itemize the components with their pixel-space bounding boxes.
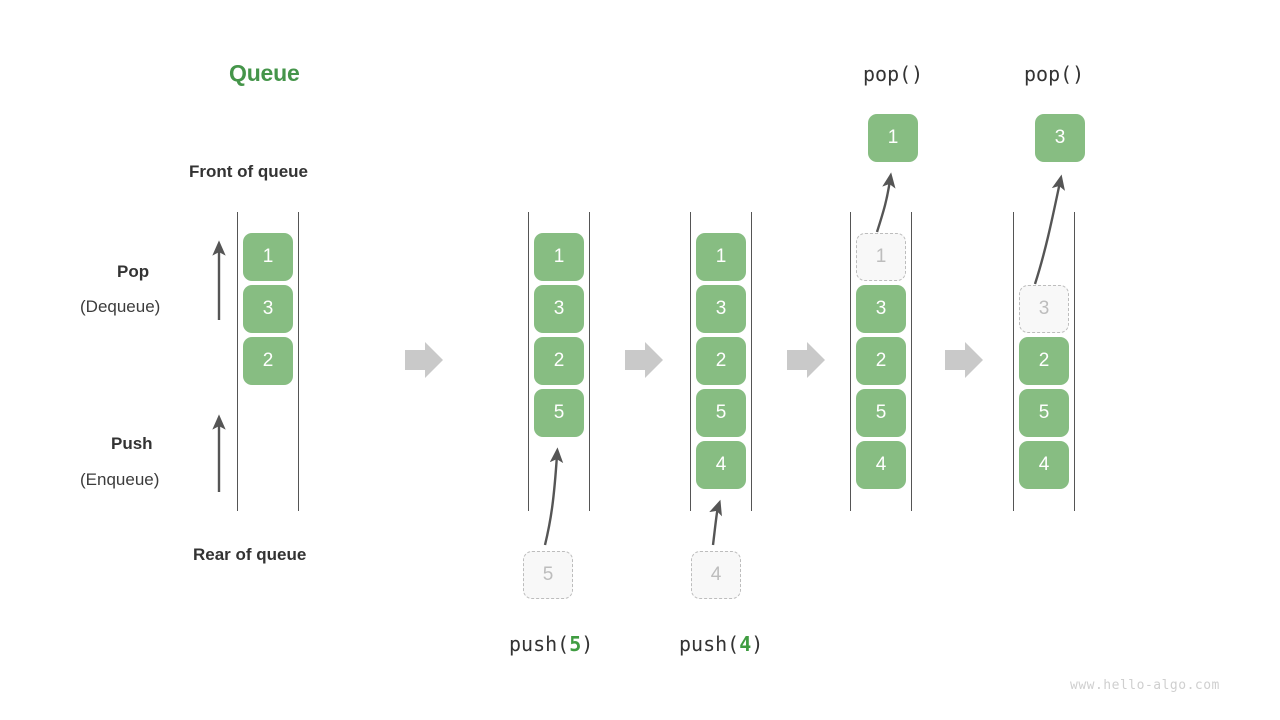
queue-item: 2 [696,337,746,385]
pop-3-arrow [1033,174,1065,285]
push-caption-prefix: push( [509,632,570,656]
push-label: Push [111,434,153,453]
queue-item: 1 [534,233,584,281]
queue-item: 5 [1019,389,1069,437]
queue-item: 2 [534,337,584,385]
watermark: www.hello-algo.com [1070,678,1220,693]
popped-item: 3 [1035,114,1085,162]
front-of-queue-label: Front of queue [189,162,308,181]
incoming-item-ghost: 4 [691,551,741,599]
queue-rail-right-stage-3 [751,212,753,511]
queue-rail-right-stage-1 [298,212,300,511]
dequeue-label: (Dequeue) [80,297,161,316]
queue-rail-right-stage-4 [911,212,913,511]
push-caption-suffix: ) [581,632,594,656]
push-caption-value: 4 [739,632,752,656]
pop-1-arrow [875,172,896,233]
queue-rail-left-stage-4 [850,212,852,511]
step-arrow-4 [945,342,983,378]
queue-rail-right-stage-2 [589,212,591,511]
queue-item: 5 [534,389,584,437]
step-arrow-2 [625,342,663,378]
queue-item: 1 [696,233,746,281]
queue-item: 4 [856,441,906,489]
queue-item: 2 [1019,337,1069,385]
push-4-caption: push(4) [679,632,763,656]
page-title: Queue [229,60,300,86]
queue-item: 5 [696,389,746,437]
push-4-arrow [709,499,722,546]
queue-rail-left-stage-5 [1013,212,1015,511]
queue-item: 4 [696,441,746,489]
queue-rail-left-stage-1 [237,212,239,511]
pop-call-label: pop() [1024,62,1085,86]
incoming-item-ghost: 5 [523,551,573,599]
queue-item: 2 [856,337,906,385]
rear-of-queue-label: Rear of queue [193,545,307,564]
queue-rail-left-stage-2 [528,212,530,511]
queue-item: 3 [534,285,584,333]
popped-item-ghost: 1 [856,233,906,281]
queue-rail-left-stage-3 [690,212,692,511]
push-caption-suffix: ) [751,632,764,656]
queue-item: 3 [243,285,293,333]
queue-item: 3 [856,285,906,333]
push-caption-value: 5 [569,632,582,656]
pop-call-label: pop() [863,62,924,86]
step-arrow-3 [787,342,825,378]
queue-item: 2 [243,337,293,385]
queue-item: 4 [1019,441,1069,489]
push-5-arrow [543,447,564,546]
enqueue-label: (Enqueue) [80,470,160,489]
popped-item: 1 [868,114,918,162]
queue-rail-right-stage-5 [1074,212,1076,511]
push-5-caption: push(5) [509,632,593,656]
step-arrow-1 [405,342,443,378]
queue-item: 5 [856,389,906,437]
queue-item: 1 [243,233,293,281]
popped-item-ghost: 3 [1019,285,1069,333]
push-caption-prefix: push( [679,632,740,656]
queue-item: 3 [696,285,746,333]
pop-label: Pop [117,262,150,281]
